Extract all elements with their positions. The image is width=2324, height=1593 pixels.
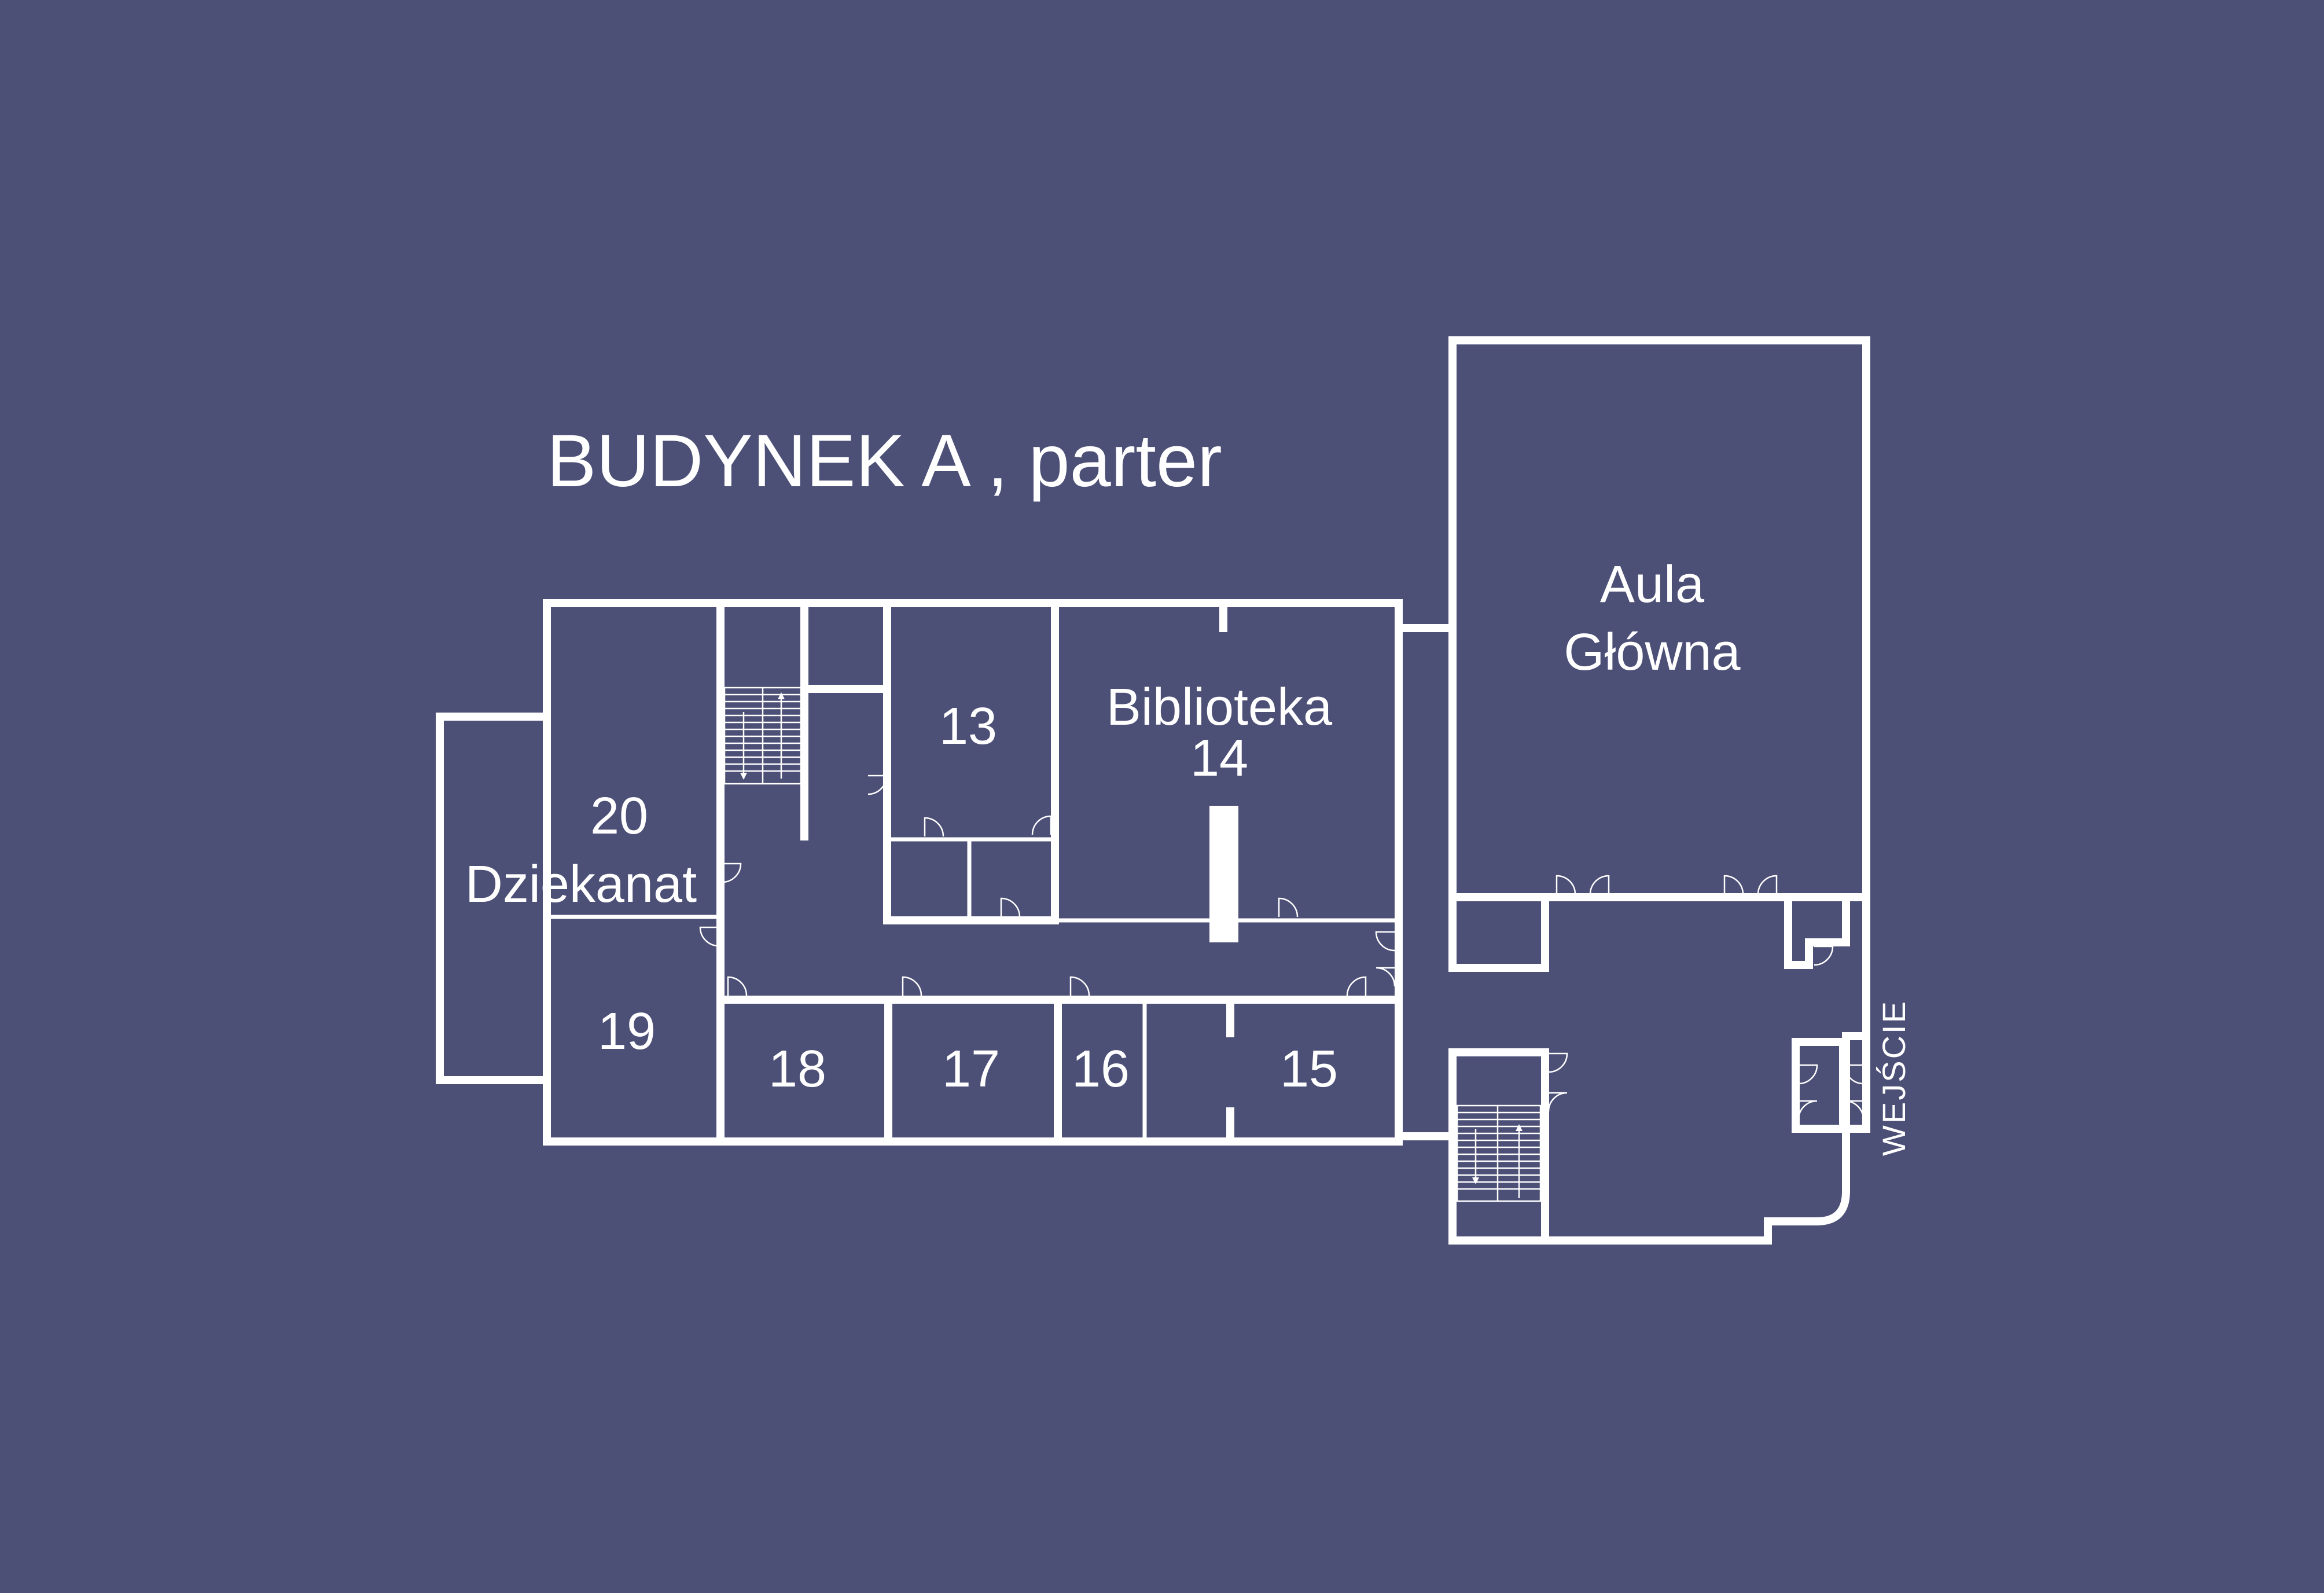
room-20-name: Dziekanat [465,856,697,913]
room-18-label: 18 [768,1040,826,1098]
room-19-label: 19 [598,1003,656,1060]
room-16-label: 16 [1072,1040,1130,1098]
room-20-number: 20 [590,787,648,845]
room-14-number: 14 [1190,729,1248,787]
room-14-name: Biblioteka [1106,678,1333,736]
plan-title: BUDYNEK A , parter [547,420,1222,502]
door-swings [699,775,1865,1120]
east-staircase [1456,1104,1542,1202]
west-staircase [723,687,802,785]
west-wing-walls [436,599,1403,1146]
east-wing-walls [1395,336,1870,1245]
room-15-label: 15 [1280,1040,1338,1098]
room-17-label: 17 [942,1040,1000,1098]
room-13-label: 13 [939,698,997,755]
aula-label-line1: Aula [1600,556,1705,614]
entrance-label: WEJŚCIE [1876,1000,1912,1156]
aula-label-line2: Główna [1564,623,1741,681]
